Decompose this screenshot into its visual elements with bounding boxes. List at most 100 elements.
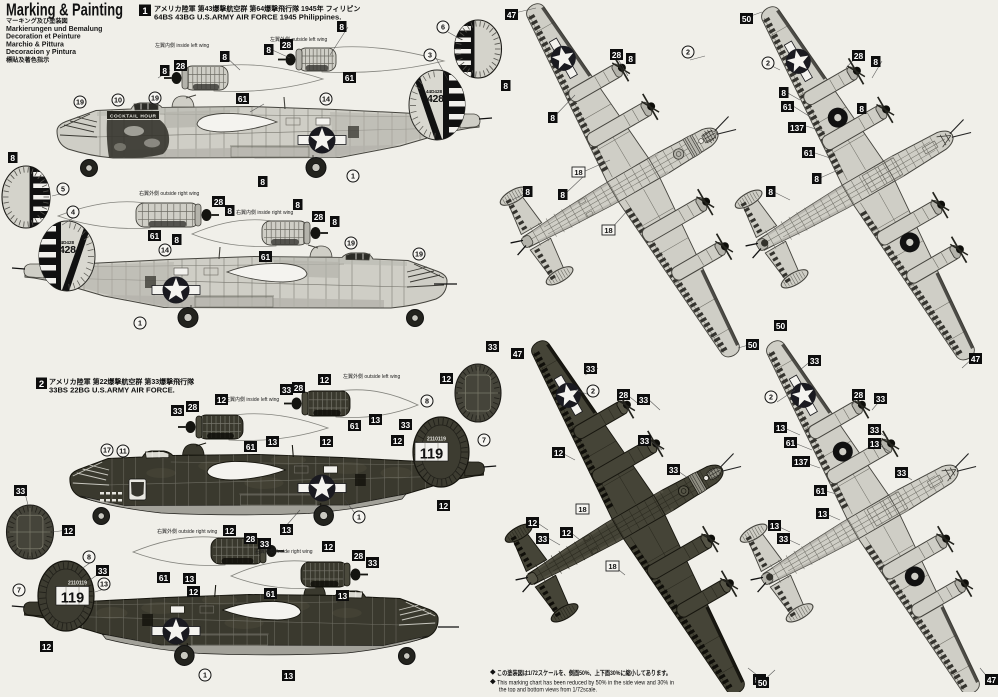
svg-text:61: 61 bbox=[804, 148, 814, 158]
svg-text:28: 28 bbox=[314, 212, 324, 222]
svg-text:61: 61 bbox=[816, 486, 826, 496]
svg-text:8: 8 bbox=[162, 66, 167, 76]
svg-text:61: 61 bbox=[261, 252, 271, 262]
svg-text:13: 13 bbox=[284, 671, 294, 681]
svg-text:COCKTAIL HOUR: COCKTAIL HOUR bbox=[110, 114, 157, 120]
svg-text:28: 28 bbox=[282, 40, 292, 50]
svg-text:2110119: 2110119 bbox=[427, 437, 446, 443]
svg-text:8: 8 bbox=[560, 190, 565, 200]
svg-text:33: 33 bbox=[368, 558, 378, 568]
svg-text:12: 12 bbox=[217, 395, 227, 405]
svg-text:右翼内側 Inside right wing: 右翼内側 Inside right wing bbox=[255, 548, 313, 555]
svg-text:1: 1 bbox=[142, 6, 148, 17]
svg-text:33: 33 bbox=[639, 395, 649, 405]
svg-text:Decoracion y Pintura: Decoracion y Pintura bbox=[6, 49, 76, 56]
svg-text:28: 28 bbox=[619, 390, 629, 400]
svg-text:1: 1 bbox=[357, 513, 361, 522]
svg-text:61: 61 bbox=[238, 94, 248, 104]
svg-text:左翼外側 outside left wing: 左翼外側 outside left wing bbox=[270, 36, 327, 43]
svg-text:33BS 22BG U.S.ARMY AIR FORCE.: 33BS 22BG U.S.ARMY AIR FORCE. bbox=[49, 386, 175, 395]
svg-text:28: 28 bbox=[294, 383, 304, 393]
svg-text:2: 2 bbox=[591, 387, 595, 396]
svg-text:18: 18 bbox=[604, 226, 612, 235]
svg-text:33: 33 bbox=[98, 566, 108, 576]
svg-text:33: 33 bbox=[488, 342, 498, 352]
svg-text:61: 61 bbox=[159, 573, 169, 583]
svg-text:28: 28 bbox=[612, 50, 622, 60]
svg-text:13: 13 bbox=[100, 580, 108, 589]
svg-text:13: 13 bbox=[818, 509, 828, 519]
svg-text:8: 8 bbox=[222, 52, 227, 62]
svg-text:33: 33 bbox=[897, 468, 907, 478]
svg-text:標貼及著色指示: 標貼及著色指示 bbox=[6, 56, 49, 64]
svg-text:8: 8 bbox=[525, 187, 530, 197]
svg-text:1: 1 bbox=[203, 671, 207, 680]
svg-text:61: 61 bbox=[246, 442, 256, 452]
svg-text:33: 33 bbox=[669, 465, 679, 475]
svg-text:61: 61 bbox=[786, 438, 796, 448]
svg-text:13: 13 bbox=[870, 439, 880, 449]
svg-text:the top and bottom views from: the top and bottom views from 1/72scale. bbox=[499, 687, 597, 693]
svg-text:この塗装図は1/72スケールを、側面50%、上下面30%に縮: この塗装図は1/72スケールを、側面50%、上下面30%に縮小してあります。 bbox=[497, 668, 671, 677]
svg-text:13: 13 bbox=[185, 574, 195, 584]
svg-text:Markierungen und Bemalung: Markierungen und Bemalung bbox=[6, 26, 102, 33]
svg-text:8: 8 bbox=[227, 206, 232, 216]
svg-text:19: 19 bbox=[76, 98, 84, 107]
svg-text:33: 33 bbox=[538, 534, 548, 544]
svg-text:19: 19 bbox=[347, 239, 355, 248]
svg-text:33: 33 bbox=[779, 534, 789, 544]
svg-text:61: 61 bbox=[345, 73, 355, 83]
svg-text:61: 61 bbox=[350, 421, 360, 431]
svg-text:17: 17 bbox=[103, 446, 111, 455]
svg-text:33: 33 bbox=[876, 394, 886, 404]
svg-text:33: 33 bbox=[810, 356, 820, 366]
svg-text:61: 61 bbox=[783, 102, 793, 112]
svg-text:8: 8 bbox=[550, 113, 555, 123]
svg-text:119: 119 bbox=[61, 591, 84, 607]
svg-text:13: 13 bbox=[776, 423, 786, 433]
svg-text:8: 8 bbox=[339, 22, 344, 32]
svg-text:12: 12 bbox=[320, 375, 330, 385]
svg-text:12: 12 bbox=[42, 642, 52, 652]
svg-text:33: 33 bbox=[640, 436, 650, 446]
svg-text:64BS 43BG U.S.ARMY AIR FORCE 1: 64BS 43BG U.S.ARMY AIR FORCE 1945 Philip… bbox=[154, 13, 341, 22]
svg-text:33: 33 bbox=[586, 364, 596, 374]
svg-text:119: 119 bbox=[420, 447, 443, 463]
svg-text:50: 50 bbox=[742, 14, 752, 24]
svg-text:50: 50 bbox=[748, 340, 758, 350]
svg-text:13: 13 bbox=[268, 437, 278, 447]
svg-text:8: 8 bbox=[814, 174, 819, 184]
svg-text:This marking chart has been re: This marking chart has been reduced by 5… bbox=[497, 680, 674, 687]
svg-text:12: 12 bbox=[442, 374, 452, 384]
svg-text:50: 50 bbox=[758, 678, 768, 688]
svg-text:19: 19 bbox=[415, 250, 423, 259]
svg-text:7: 7 bbox=[482, 436, 486, 445]
svg-text:28: 28 bbox=[354, 551, 364, 561]
svg-text:12: 12 bbox=[439, 501, 449, 511]
svg-text:428: 428 bbox=[59, 244, 76, 256]
svg-text:33: 33 bbox=[282, 385, 292, 395]
svg-text:12: 12 bbox=[393, 436, 403, 446]
svg-text:8: 8 bbox=[873, 57, 878, 67]
svg-text:右翼外側 outside right wing: 右翼外側 outside right wing bbox=[139, 190, 200, 197]
svg-text:8: 8 bbox=[332, 217, 337, 227]
svg-text:428: 428 bbox=[427, 93, 444, 105]
svg-text:8: 8 bbox=[10, 153, 15, 163]
svg-text:61: 61 bbox=[266, 589, 276, 599]
svg-text:2: 2 bbox=[686, 48, 690, 57]
svg-text:19: 19 bbox=[151, 94, 159, 103]
svg-text:左翼外側 outside left wing: 左翼外側 outside left wing bbox=[343, 373, 400, 380]
svg-text:28: 28 bbox=[854, 390, 864, 400]
svg-text:3: 3 bbox=[428, 51, 432, 60]
svg-text:61: 61 bbox=[150, 231, 160, 241]
svg-text:12: 12 bbox=[554, 448, 564, 458]
svg-text:1: 1 bbox=[351, 172, 355, 181]
svg-text:8: 8 bbox=[859, 104, 864, 114]
svg-text:28: 28 bbox=[854, 51, 864, 61]
svg-text:33: 33 bbox=[16, 486, 26, 496]
svg-text:33: 33 bbox=[401, 420, 411, 430]
svg-text:8: 8 bbox=[266, 45, 271, 55]
svg-text:12: 12 bbox=[189, 587, 199, 597]
svg-text:28: 28 bbox=[246, 534, 256, 544]
svg-text:12: 12 bbox=[322, 437, 332, 447]
